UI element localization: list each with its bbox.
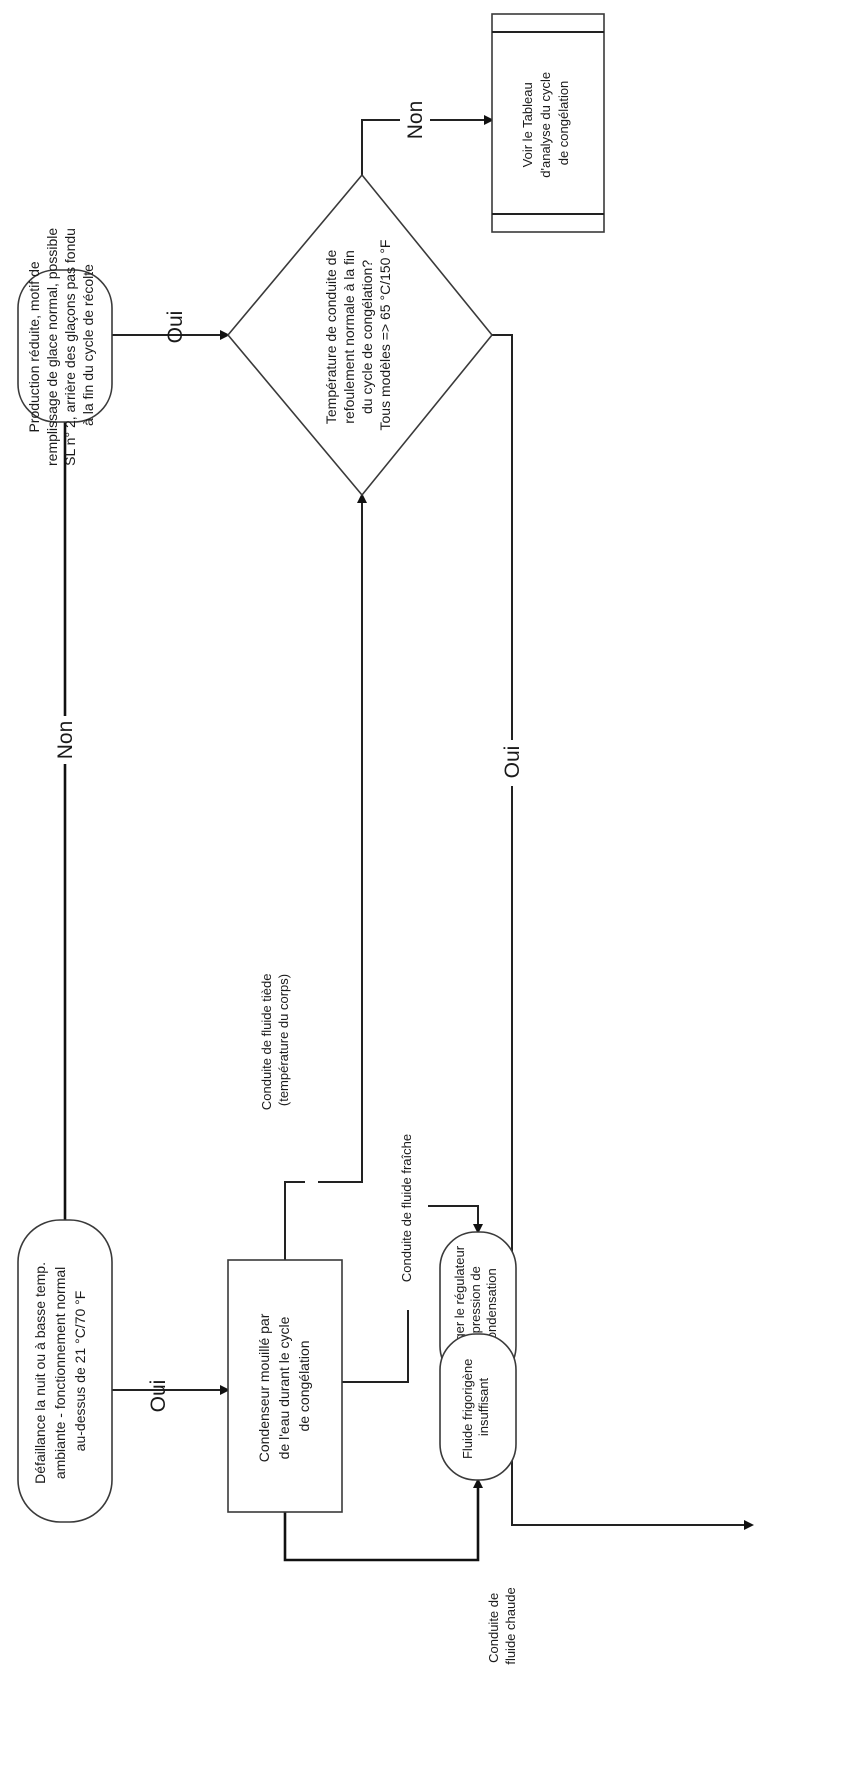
- connector-cool-elbow: [428, 1205, 483, 1234]
- condenser-text: Condenseur mouillé par de l'eau durant l…: [256, 1310, 312, 1463]
- decision-diamond: [226, 173, 494, 497]
- label-non-decision: Non: [404, 101, 427, 140]
- reduced-production-text: Production réduite, motif de remplissage…: [26, 224, 96, 466]
- refrigerant-text: Fluide frigorigène insuffisant: [460, 1355, 491, 1459]
- connector-decision-oui: [492, 334, 754, 1530]
- label-cool-line: Conduite de fluide fraîche: [399, 1134, 414, 1282]
- start-node: [17, 1219, 113, 1523]
- decision-text: Température de conduite de refoulement n…: [323, 240, 393, 431]
- see-table-text: Voir le Tableau d'analyse du cycle de co…: [520, 68, 571, 177]
- label-non-start-bg: [50, 716, 80, 764]
- connector-warm-to-decision: [284, 1181, 305, 1260]
- connector-warm-elbow: [318, 493, 367, 1183]
- label-oui-decision: Oui: [501, 746, 524, 779]
- connector-cool-to-regulator: [342, 1310, 409, 1383]
- label-warm-line: Conduite de fluide tiède (température du…: [259, 970, 291, 1110]
- label-hot-line: Conduite de fluide chaude: [486, 1587, 518, 1664]
- connector-hot-to-refrigerant: [283, 1478, 483, 1562]
- label-oui-start: Oui: [147, 1380, 170, 1413]
- connector-decision-to-table: [361, 115, 494, 175]
- see-table-node: [491, 13, 605, 233]
- refrigerant-node: [439, 1333, 517, 1481]
- reduced-production-node: [17, 269, 113, 423]
- condenser-node: [227, 1259, 343, 1513]
- start-node-text: Défaillance la nuit ou à basse temp. amb…: [32, 1258, 88, 1484]
- label-oui-reduced: Oui: [164, 311, 187, 344]
- label-non-start: Non: [54, 721, 77, 760]
- label-non-decision-bg: [400, 100, 430, 150]
- label-oui-decision-bg: [496, 740, 528, 786]
